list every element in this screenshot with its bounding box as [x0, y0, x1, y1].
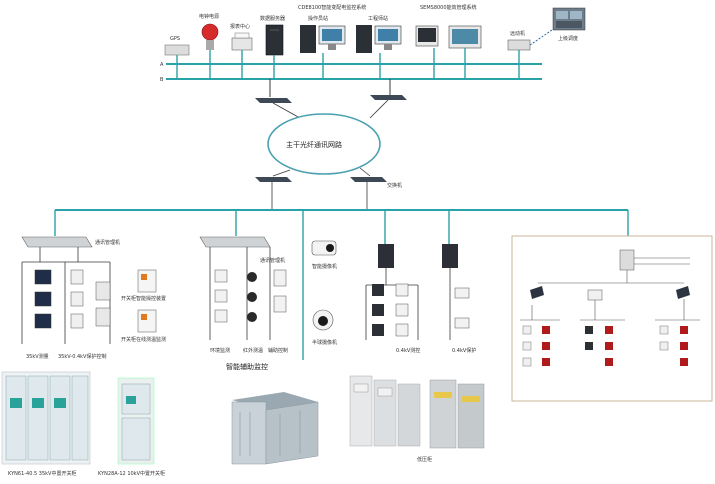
- aux-control-label: 辅助控制: [268, 347, 288, 354]
- smart-aux-title: 智能辅助监控: [226, 362, 268, 371]
- lv-protect-column: [454, 287, 470, 329]
- lv-meter-column: [372, 283, 409, 337]
- panel-a-label: 开关柜智能操控装置: [121, 295, 166, 302]
- ring-link-4: [359, 167, 371, 177]
- panel-device-a: [137, 269, 157, 293]
- cabinet-10kv-photo: [117, 377, 155, 465]
- gps-device: [164, 44, 190, 79]
- meter-column-1: [34, 269, 52, 329]
- comm-manager-1: [21, 236, 93, 248]
- ring-link-3: [272, 169, 291, 177]
- comm-unit-b: [442, 244, 458, 268]
- lv-protect-label: 0.4kV保护: [452, 347, 476, 354]
- switch-upper-right: [370, 95, 407, 100]
- switch-label: 交换机: [387, 182, 402, 189]
- operator-label: 操作员站: [308, 15, 328, 22]
- sems-label: SEMS8000能效管理系统: [420, 4, 477, 11]
- switch-lower-left: [255, 177, 292, 182]
- dome-label: 半球摄像机: [312, 339, 337, 346]
- database-server: [265, 24, 284, 79]
- relay-label-35kv: 35kV-0.4kV保护控制: [58, 353, 106, 360]
- box-substation-photo: [231, 392, 319, 465]
- bus-a-label: A: [160, 62, 164, 68]
- bullet-camera: [311, 240, 337, 256]
- dome-camera: [312, 309, 334, 331]
- ring-link-2: [369, 99, 389, 119]
- sub-diagram-contents: [520, 249, 700, 367]
- low-voltage-cabinet-photo: [349, 375, 485, 449]
- remote-device: [507, 29, 553, 79]
- gps-label: GPS: [170, 36, 180, 42]
- clock-device: [201, 23, 219, 79]
- alarm-label: 报表中心: [230, 23, 250, 30]
- comm-manager-1-label: 通讯管理机: [95, 239, 120, 246]
- dispatch-label: 上级调度: [558, 35, 578, 42]
- cabinet-35kv-photo: [1, 371, 91, 465]
- env-sensor-column: [214, 269, 228, 323]
- camera-label: 智能摄像机: [312, 263, 337, 270]
- printer-device: [231, 32, 253, 79]
- lv-meter-label: 0.4kV测控: [396, 347, 420, 354]
- ring-link-1: [272, 102, 301, 119]
- infrared-label: 红外测温: [243, 347, 263, 354]
- sub-diagram-frame: [511, 235, 713, 402]
- comm-manager-2: [199, 236, 271, 248]
- dispatch-center-photo: [552, 7, 586, 31]
- switch-lower-right: [350, 177, 387, 182]
- cde-system-label: CDE8100智能变配电监控系统: [298, 4, 366, 11]
- comm-manager-2-label: 通讯管理机: [260, 257, 285, 264]
- protect-label-35kv: 35kV测量: [26, 353, 49, 360]
- cabinet1-label: KYN61-40.5 35kV中置开关柜: [8, 470, 76, 477]
- panel-b-label: 开关柜在线测温监测: [121, 336, 166, 343]
- engineer-label: 工程师站: [368, 15, 388, 22]
- clock-label: 电钟电源: [199, 13, 219, 20]
- database-label: 数据服务器: [260, 15, 285, 22]
- infrared-column: [247, 272, 257, 322]
- relay-column: [95, 281, 111, 327]
- lowvolt-label: 低压柜: [417, 456, 432, 463]
- switch-upper-left: [255, 98, 292, 103]
- remote-label: 远动机: [510, 30, 525, 37]
- panel-device-b: [137, 309, 157, 333]
- bus-b-label: B: [160, 77, 164, 83]
- aux-control-column: [273, 269, 287, 313]
- core-network-ring: [267, 113, 381, 175]
- cabinet2-label: KYN28A-12 10kV中置开关柜: [98, 470, 165, 477]
- engineer-station: [356, 25, 402, 79]
- sems-workstation: [415, 25, 482, 79]
- meter-column-2: [70, 269, 84, 329]
- comm-unit-a: [378, 244, 394, 268]
- env-monitor-label: 环境监测: [210, 347, 230, 354]
- operator-station: [300, 25, 346, 79]
- core-network-label: 主干光纤通讯网路: [286, 140, 342, 149]
